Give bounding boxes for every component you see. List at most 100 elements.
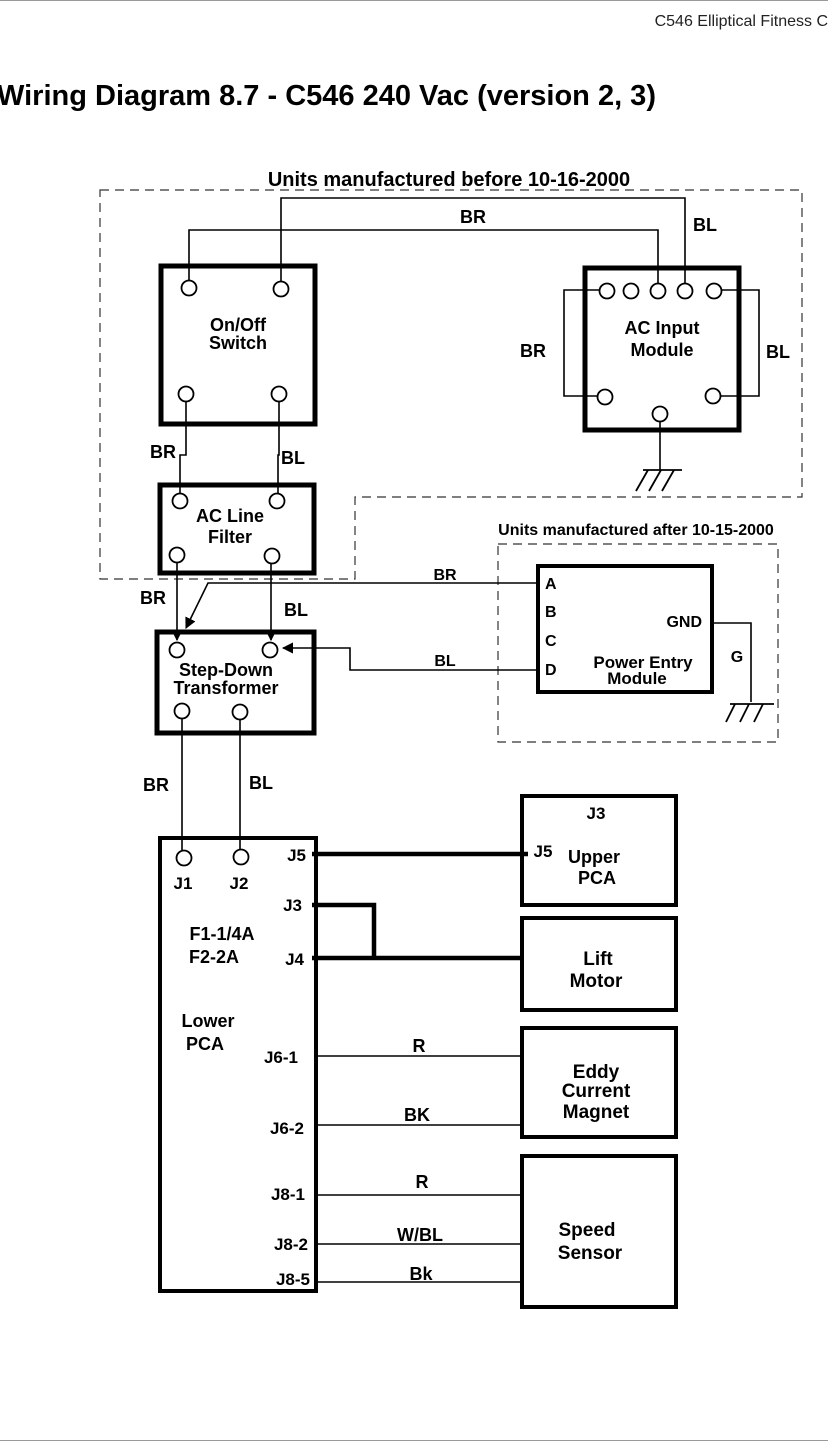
ac-input-module-label-2: Module: [631, 340, 694, 360]
ground-symbol-pem: [725, 703, 774, 723]
connector-j4: J4: [285, 950, 304, 969]
transformer-label-1: Step-Down: [179, 660, 273, 680]
wire-label-input-side-bl: BL: [766, 342, 790, 362]
wire-input-side-br: [563, 289, 600, 397]
terminal: [173, 702, 191, 720]
speed-sensor-label-2: Sensor: [558, 1243, 623, 1264]
wire-label-switch-input-bl: BL: [693, 215, 717, 235]
wire-label-xfmr-pca-br: BR: [143, 775, 169, 795]
connector-j8-2: J8-2: [274, 1235, 308, 1254]
terminal: [704, 387, 722, 405]
wire-label-pem-a-br: BR: [433, 567, 457, 584]
lower-pca: Lower PCA F1-1/4A F2-2A J1 J2 J5 J3 J4 J…: [158, 836, 318, 1293]
terminal: [272, 280, 290, 298]
connector-j3: J3: [283, 896, 302, 915]
lift-motor-label-2: Motor: [570, 971, 623, 992]
eddy-label-1: Eddy: [573, 1062, 620, 1083]
lift-motor-label-1: Lift: [583, 949, 613, 970]
speed-sensor: Speed Sensor: [520, 1154, 678, 1309]
wire-pem-a-br: [185, 582, 538, 630]
page-top-rule: [0, 0, 828, 1]
terminal: [676, 282, 694, 300]
wire-label-eddy-r: R: [413, 1036, 426, 1056]
wire-label-speed-r: R: [416, 1172, 429, 1192]
terminal: [649, 282, 667, 300]
upper-pca-connector-j5: J5: [534, 842, 553, 861]
wire-pem-d-bl: [281, 642, 538, 671]
page-title: Wiring Diagram 8.7 - C546 240 Vac (versi…: [0, 80, 656, 112]
ac-line-filter-label-1: AC Line: [196, 506, 264, 526]
ac-line-filter-label-2: Filter: [208, 527, 252, 547]
connector-j6-1: J6-1: [264, 1048, 298, 1067]
lower-pca-label-1: Lower: [181, 1011, 234, 1031]
upper-pca-label-1: Upper: [568, 847, 620, 867]
terminal: [268, 492, 286, 510]
ac-line-filter: AC Line Filter: [157, 482, 317, 576]
group-after-boundary: [497, 543, 779, 743]
ac-input-module-label-1: AC Input: [625, 318, 700, 338]
connector-j2: J2: [230, 874, 249, 893]
eddy-current-magnet: Eddy Current Magnet: [520, 1026, 678, 1139]
step-down-transformer: Step-Down Transformer: [154, 629, 317, 736]
terminal: [231, 703, 249, 721]
connector-j6-2: J6-2: [270, 1119, 304, 1138]
ac-input-module: AC Input Module: [582, 265, 742, 433]
terminal: [171, 492, 189, 510]
terminal: [598, 282, 616, 300]
terminal: [261, 641, 279, 659]
terminal: [180, 279, 198, 297]
wire-label-xfmr-pca-bl: BL: [249, 773, 273, 793]
wire-label-switch-input-br: BR: [460, 207, 486, 227]
terminal: [177, 385, 195, 403]
group-before-boundary: [99, 189, 803, 580]
pem-pin-c: C: [545, 633, 557, 650]
upper-pca-connector-j3: J3: [587, 804, 606, 823]
onoff-switch-label-1: On/Off: [210, 315, 267, 335]
eddy-label-3: Magnet: [563, 1102, 630, 1123]
wire-label-filter-xfmr-br: BR: [140, 588, 166, 608]
pem-label-2: Module: [607, 669, 667, 688]
terminal: [232, 848, 250, 866]
page-bottom-rule: [0, 1440, 828, 1441]
wire-label-switch-filter-br: BR: [150, 442, 176, 462]
pem-gnd-label: GND: [666, 614, 702, 631]
wire-label-switch-filter-bl: BL: [281, 448, 305, 468]
wire-switch-filter-br: [179, 401, 187, 494]
running-header: C546 Elliptical Fitness C: [654, 13, 828, 30]
group-after-label: Units manufactured after 10-15-2000: [498, 522, 774, 539]
terminal: [175, 849, 193, 867]
wire-pem-ground: [712, 622, 752, 702]
fuse-f2-label: F2-2A: [189, 947, 239, 967]
ground-symbol-input: [635, 469, 682, 492]
fuse-f1-label: F1-1/4A: [189, 924, 254, 944]
speed-sensor-label-1: Speed: [558, 1220, 615, 1241]
terminal: [270, 385, 288, 403]
pem-pin-a: A: [545, 576, 557, 593]
terminal: [651, 405, 669, 423]
lift-motor: Lift Motor: [520, 916, 678, 1012]
group-before-label: Units manufactured before 10-16-2000: [268, 169, 630, 191]
wire-label-input-side-br: BR: [520, 341, 546, 361]
wire-label-speed-wbl: W/BL: [397, 1225, 443, 1245]
connector-j8-5: J8-5: [276, 1270, 310, 1289]
terminal: [168, 546, 186, 564]
lower-pca-label-2: PCA: [186, 1034, 224, 1054]
wire-switch-filter-bl: [277, 401, 280, 494]
wire-label-eddy-bk: BK: [404, 1105, 430, 1125]
onoff-switch: On/Off Switch: [158, 263, 318, 427]
terminal: [596, 388, 614, 406]
power-entry-module: A B C D GND Power Entry Module: [536, 564, 714, 694]
cable-j3-j4-loop: [312, 902, 377, 958]
wire-input-side-bl: [720, 289, 760, 397]
terminal: [622, 282, 640, 300]
wire-label-speed-bk: Bk: [409, 1264, 433, 1284]
onoff-switch-label-2: Switch: [209, 333, 267, 353]
eddy-label-2: Current: [562, 1081, 631, 1102]
terminals: [168, 279, 723, 867]
wire-label-ground: G: [731, 649, 743, 666]
connector-j5: J5: [287, 846, 306, 865]
pem-label-1: Power Entry: [593, 653, 693, 672]
connector-j1: J1: [174, 874, 193, 893]
connector-j8-1: J8-1: [271, 1185, 305, 1204]
